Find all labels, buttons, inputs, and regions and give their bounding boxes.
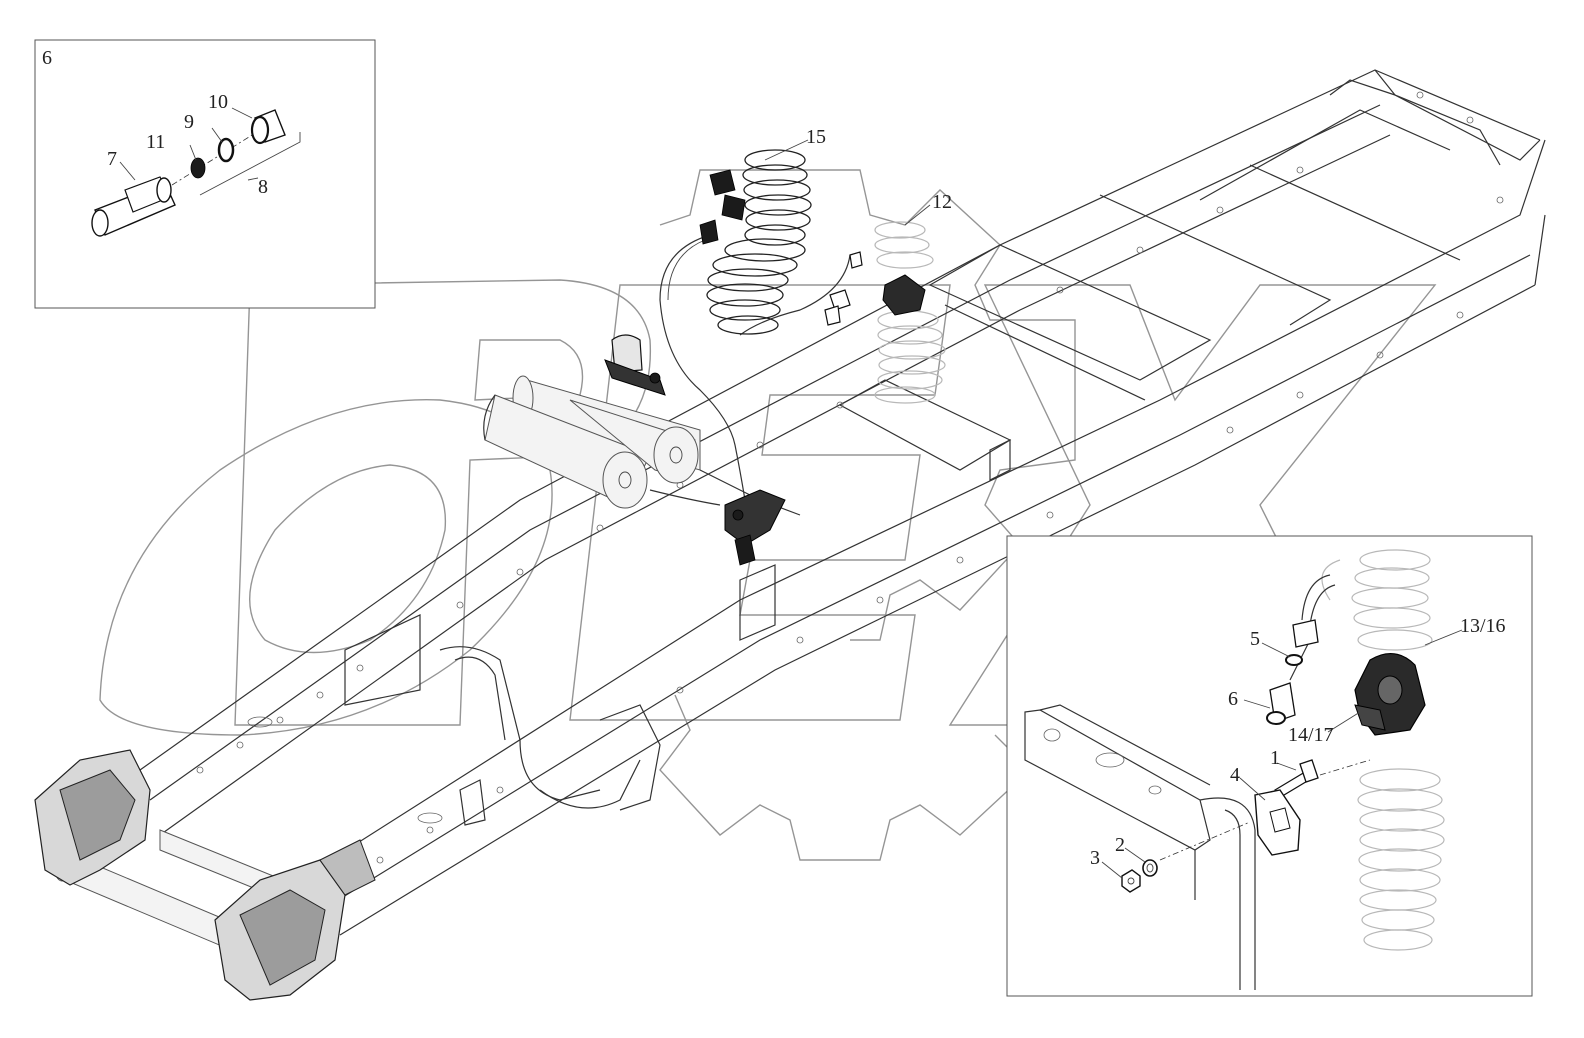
inset-part-2-washer xyxy=(1142,859,1158,877)
watermark-gear xyxy=(659,169,1076,861)
inset-detail-mount xyxy=(1006,535,1533,997)
inset-part-5 xyxy=(1292,619,1319,648)
inset-part-5-ring xyxy=(1285,654,1303,666)
callout-6-inset: 6 xyxy=(42,47,52,69)
callout-2: 2 xyxy=(1115,834,1125,856)
callout-6: 6 xyxy=(1228,688,1238,710)
callout-labels: 6 10 9 11 7 8 15 12 13/16 5 6 14/17 1 4 … xyxy=(42,47,1506,869)
inset-part-3-nut xyxy=(1121,869,1141,893)
coupling-head-12 xyxy=(882,274,926,316)
watermark xyxy=(99,169,1437,861)
leader-12 xyxy=(904,204,931,226)
inset-part-4-bracket xyxy=(1254,789,1301,856)
callout-9: 9 xyxy=(184,111,194,133)
chassis-frame xyxy=(34,69,1546,1001)
air-tanks xyxy=(483,334,701,509)
callout-3: 3 xyxy=(1090,847,1100,869)
coil-hose-13-16 xyxy=(1321,549,1445,951)
callout-11: 11 xyxy=(146,131,165,153)
callout-7: 7 xyxy=(107,148,117,170)
callout-12: 12 xyxy=(932,191,952,213)
callout-5: 5 xyxy=(1250,628,1260,650)
watermark-letter-o xyxy=(99,398,553,736)
inset-detail-coupling xyxy=(34,39,376,309)
leader-15 xyxy=(764,139,809,161)
part-9-ring xyxy=(217,137,235,163)
callout-4: 4 xyxy=(1230,764,1240,786)
watermark-letter-e xyxy=(569,284,951,721)
air-lines xyxy=(649,169,863,566)
part-11-washer xyxy=(190,157,206,179)
callout-13-16: 13/16 xyxy=(1460,615,1506,637)
callout-1: 1 xyxy=(1270,747,1280,769)
callout-14-17: 14/17 xyxy=(1288,724,1334,746)
coil-hose-15 xyxy=(706,149,812,335)
callout-10: 10 xyxy=(208,91,228,113)
callout-15: 15 xyxy=(806,126,826,148)
callout-8: 8 xyxy=(258,176,268,198)
